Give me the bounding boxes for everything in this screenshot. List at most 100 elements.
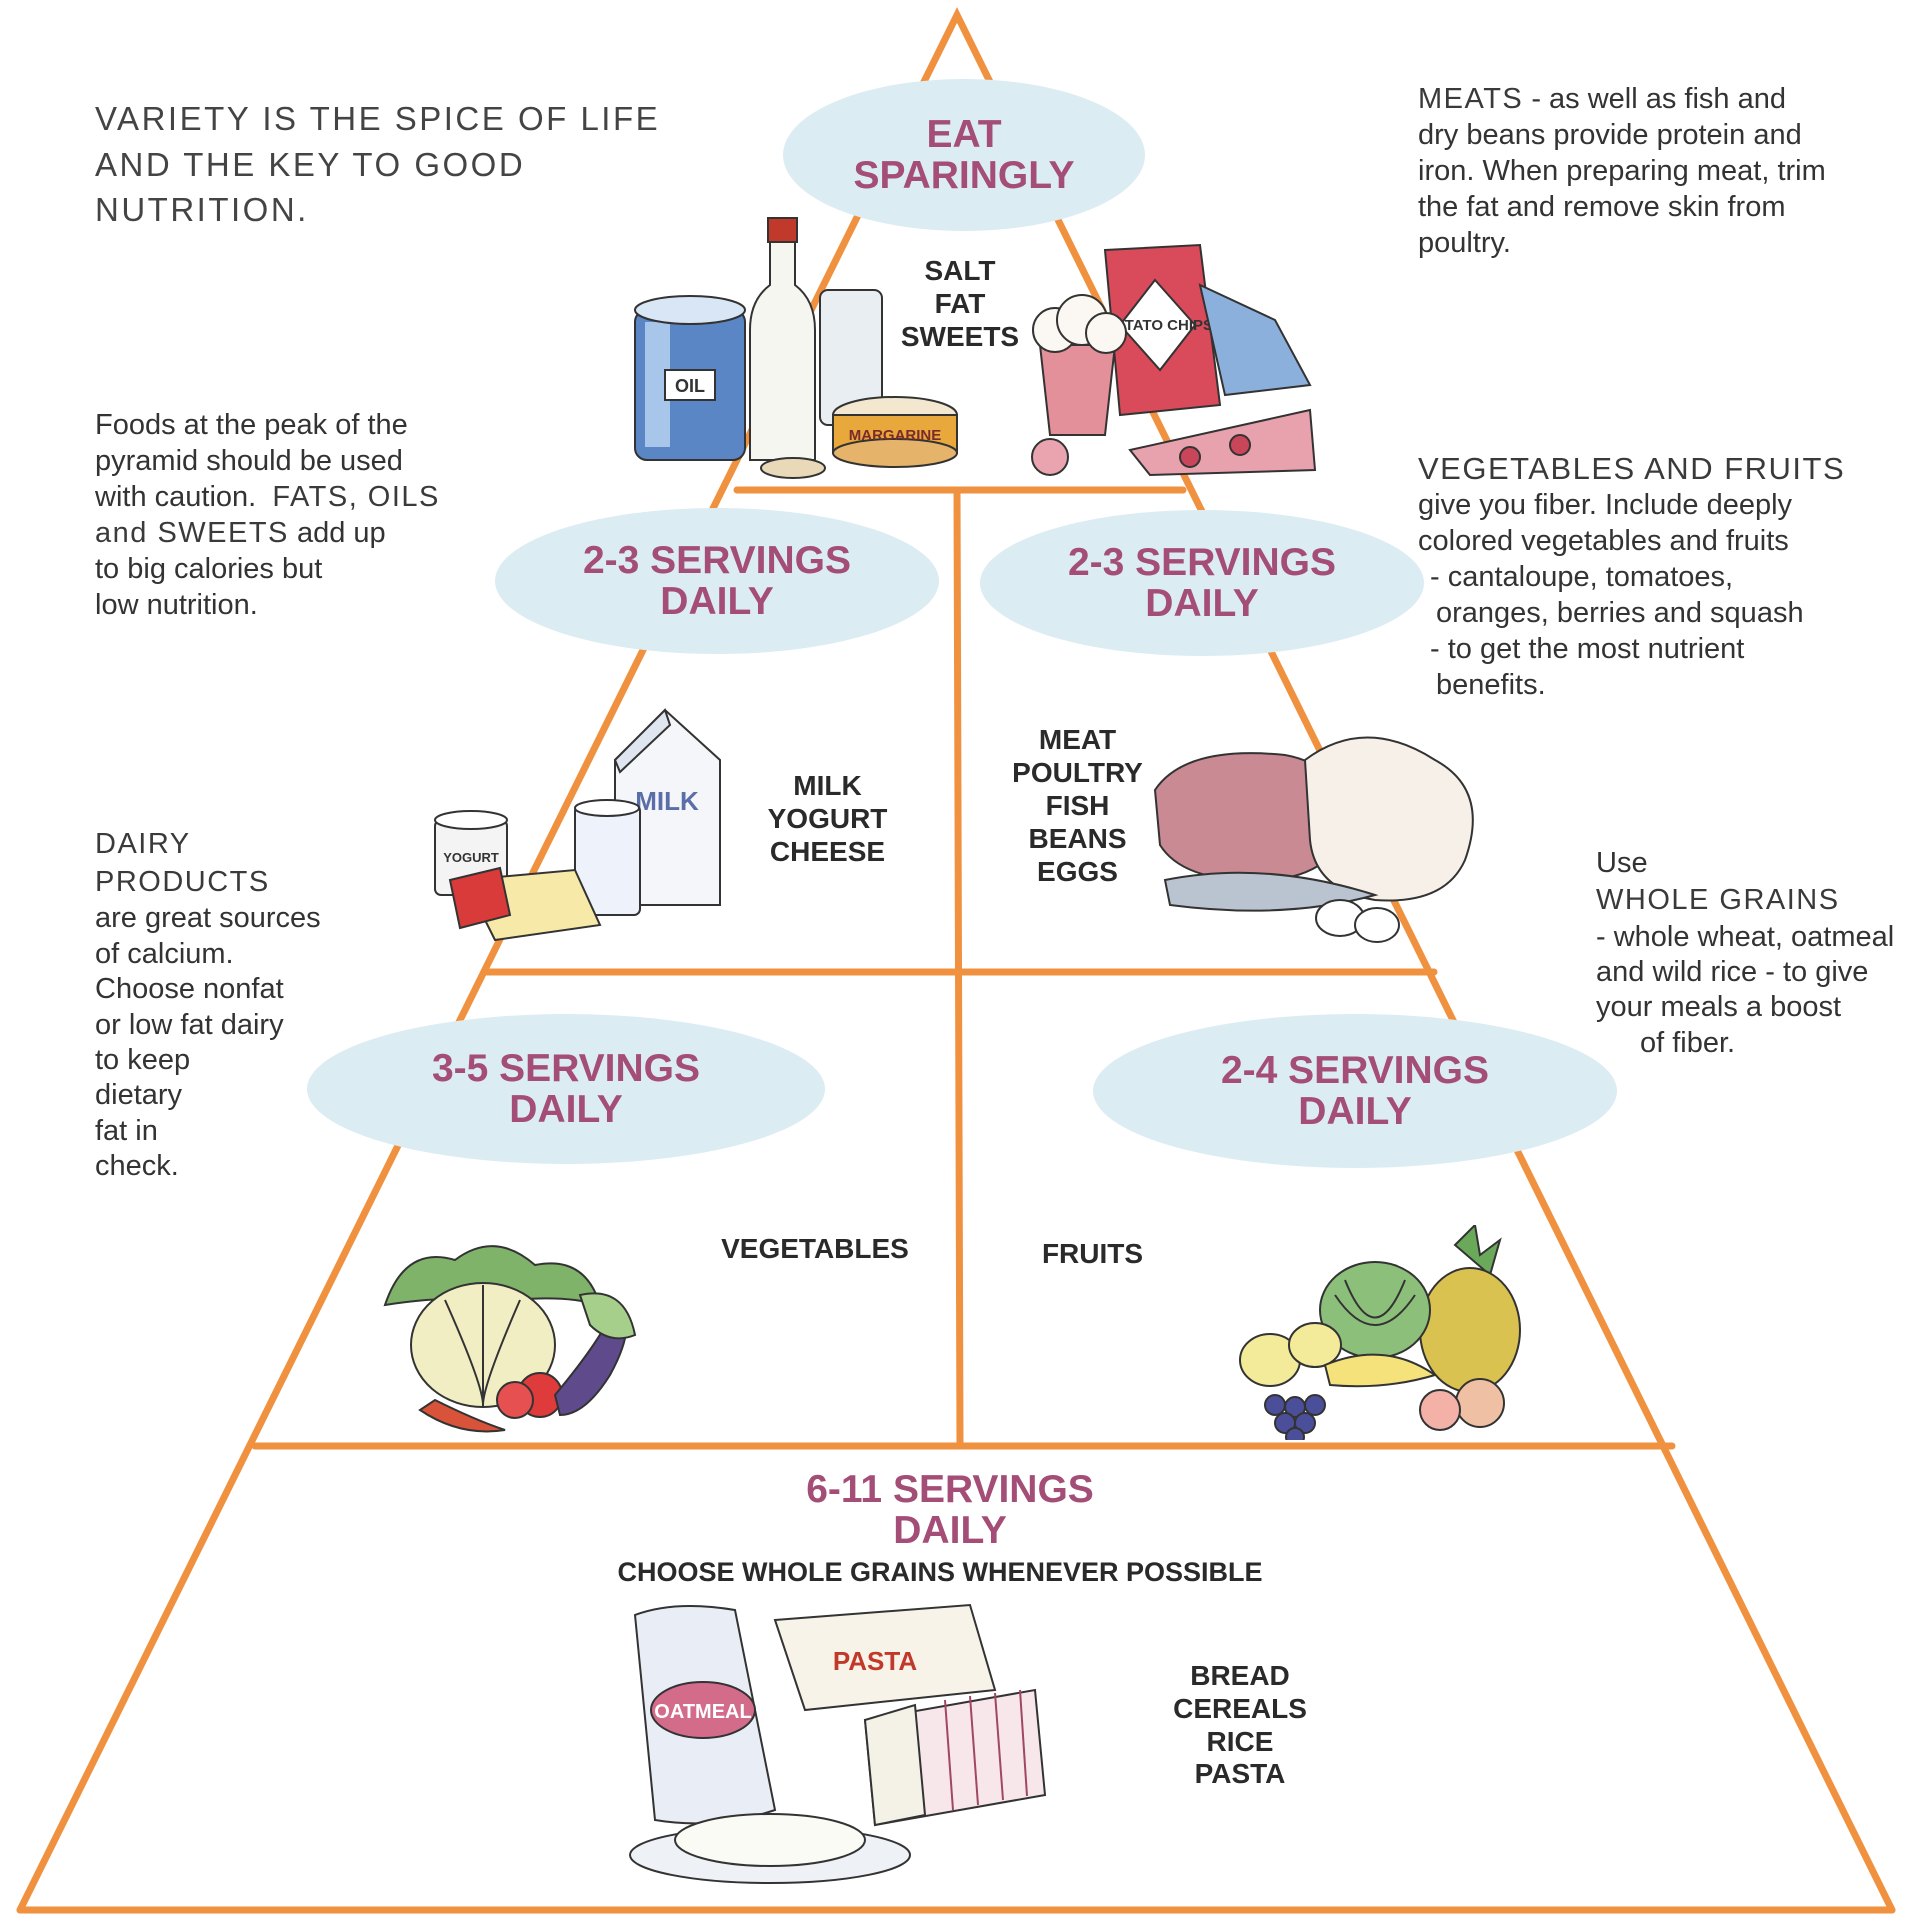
milk-carton-label: MILK bbox=[635, 786, 699, 816]
servings-line: SPARINGLY bbox=[853, 154, 1075, 197]
servings-line: 3-5 SERVINGS bbox=[431, 1046, 701, 1090]
food-label: POULTRY bbox=[1012, 757, 1143, 789]
food-label: BEANS bbox=[1028, 823, 1127, 855]
servings-oval-meat: 2-3 SERVINGS DAILY bbox=[980, 510, 1424, 656]
food-label: MEAT bbox=[1038, 724, 1117, 755]
food-label: RICE bbox=[1206, 1725, 1274, 1757]
note-line: pyramid should be used bbox=[95, 444, 403, 477]
pyramid-edges bbox=[16, 7, 1896, 1914]
servings-label-grains: 6-11 SERVINGS DAILY bbox=[750, 1460, 1150, 1560]
intro-text: VARIETY IS THE SPICE OF LIFE AND THE KEY… bbox=[95, 96, 695, 233]
note-line: to keep bbox=[95, 1043, 191, 1076]
food-label: VEGETABLES bbox=[721, 1233, 909, 1264]
note-line: Use bbox=[1596, 847, 1648, 879]
oil-can-label: OIL bbox=[675, 376, 705, 396]
note-line: check. bbox=[95, 1150, 179, 1182]
intro-line: VARIETY IS THE SPICE OF LIFE bbox=[95, 100, 661, 137]
foods-meat: MEAT POULTRY FISH BEANS EGGS bbox=[985, 723, 1170, 888]
note-heading: VEGETABLES AND FRUITS bbox=[1418, 451, 1846, 486]
note-dairy: DAIRY PRODUCTS are great sources of calc… bbox=[95, 826, 395, 1184]
servings-oval-fruits: 2-4 SERVINGS DAILY bbox=[1093, 1014, 1617, 1168]
note-heading: MEATS bbox=[1418, 83, 1524, 115]
note-line: low nutrition. bbox=[95, 588, 258, 621]
margarine-label: MARGARINE bbox=[849, 427, 942, 444]
note-line: oranges, berries and squash bbox=[1436, 597, 1804, 630]
note-peak: Foods at the peak of the pyramid should … bbox=[95, 408, 515, 624]
fruits-illustration bbox=[1239, 1225, 1521, 1440]
note-line: to big calories but bbox=[95, 552, 323, 585]
foods-grains: BREAD CEREALS RICE PASTA bbox=[1150, 1660, 1330, 1791]
pasta-box-label: PASTA bbox=[833, 1646, 917, 1676]
note-heading: PRODUCTS bbox=[95, 865, 270, 898]
servings-oval-dairy: 2-3 SERVINGS DAILY bbox=[495, 508, 939, 654]
servings-line: DAILY bbox=[1298, 1090, 1412, 1133]
note-line: are great sources bbox=[95, 902, 321, 935]
note-meats: MEATS - as well as fish and dry beans pr… bbox=[1418, 82, 1888, 262]
center-divider bbox=[953, 486, 964, 1450]
note-line: Choose nonfat bbox=[95, 973, 284, 1006]
note-text: - as well as fish and bbox=[1531, 83, 1786, 115]
foods-fruits: FRUITS bbox=[1025, 1238, 1160, 1271]
foods-dairy: MILK YOGURT CHEESE bbox=[745, 770, 910, 868]
note-grains: Use WHOLE GRAINS - whole wheat, oatmeal … bbox=[1596, 846, 1922, 1061]
note-line: iron. When preparing meat, trim bbox=[1418, 154, 1826, 187]
food-label: FAT bbox=[934, 287, 986, 319]
servings-line: 2-3 SERVINGS bbox=[582, 538, 852, 582]
note-line: - cantaloupe, tomatoes, bbox=[1430, 561, 1734, 594]
servings-line: 2-3 SERVINGS bbox=[1067, 540, 1337, 584]
servings-line: 2-4 SERVINGS bbox=[1220, 1048, 1490, 1092]
note-line: with caution. FATS, OILS bbox=[95, 480, 515, 516]
note-text: add up bbox=[296, 516, 386, 549]
sweets-snacks-illustration: POTATO CHIPS bbox=[1031, 243, 1317, 477]
intro-line: NUTRITION. bbox=[95, 191, 309, 229]
note-line: or low fat dairy bbox=[95, 1008, 284, 1041]
yogurt-cup-label: YOGURT bbox=[443, 850, 499, 865]
note-heading: WHOLE GRAINS bbox=[1596, 884, 1840, 917]
note-line: of calcium. bbox=[95, 937, 234, 970]
food-label: SALT bbox=[924, 255, 996, 286]
note-line: give you fiber. Include deeply bbox=[1418, 489, 1793, 522]
chips-label: POTATO CHIPS bbox=[1103, 317, 1213, 334]
note-line: MEATS - as well as fish and bbox=[1418, 82, 1888, 118]
food-label: PASTA bbox=[1194, 1758, 1286, 1790]
food-label: BREAD bbox=[1190, 1660, 1290, 1691]
servings-line: DAILY bbox=[1145, 582, 1259, 625]
fats-oils-illustration: OIL MARGARINE bbox=[634, 217, 958, 479]
note-vegfruit: VEGETABLES AND FRUITS give you fiber. In… bbox=[1418, 450, 1918, 704]
servings-line: DAILY bbox=[893, 1509, 1007, 1552]
note-line: Foods at the peak of the bbox=[95, 409, 408, 441]
vegetables-illustration bbox=[383, 1245, 637, 1433]
servings-oval-top: EAT SPARINGLY bbox=[783, 79, 1145, 231]
note-line: dry beans provide protein and bbox=[1418, 118, 1802, 151]
intro-line: AND THE KEY TO GOOD bbox=[95, 145, 526, 183]
note-line: benefits. bbox=[1436, 669, 1546, 702]
food-label: CEREALS bbox=[1173, 1692, 1307, 1724]
note-line: the fat and remove skin from bbox=[1418, 190, 1786, 223]
note-keyword: FATS, OILS bbox=[272, 480, 440, 513]
note-line: your meals a boost bbox=[1596, 991, 1842, 1024]
food-label: FRUITS bbox=[1041, 1238, 1144, 1269]
note-line: dietary bbox=[95, 1079, 183, 1112]
servings-line: DAILY bbox=[660, 580, 774, 623]
note-line: - to get the most nutrient bbox=[1430, 633, 1745, 666]
foods-vegetables: VEGETABLES bbox=[710, 1233, 920, 1266]
servings-line: DAILY bbox=[509, 1088, 623, 1131]
food-label: CHEESE bbox=[769, 835, 886, 867]
note-keyword: and SWEETS bbox=[95, 516, 289, 549]
grains-illustration: PASTA OATMEAL bbox=[629, 1603, 1047, 1884]
note-line: colored vegetables and fruits bbox=[1418, 525, 1789, 558]
grains-note: CHOOSE WHOLE GRAINS WHENEVER POSSIBLE bbox=[617, 1557, 1263, 1587]
note-line: and wild rice - to give bbox=[1596, 956, 1869, 989]
dairy-illustration: MILK YOGURT bbox=[434, 708, 721, 942]
food-label: MILK bbox=[793, 770, 862, 801]
food-label: YOGURT bbox=[767, 802, 888, 834]
food-label: SWEETS bbox=[900, 320, 1020, 352]
food-label: EGGS bbox=[1037, 856, 1118, 888]
note-line: - whole wheat, oatmeal bbox=[1596, 920, 1895, 953]
food-label: FISH bbox=[1045, 790, 1110, 822]
foods-top: SALT FAT SWEETS bbox=[880, 255, 1040, 353]
note-text: with caution. bbox=[95, 480, 257, 513]
note-heading: DAIRY bbox=[95, 828, 191, 860]
